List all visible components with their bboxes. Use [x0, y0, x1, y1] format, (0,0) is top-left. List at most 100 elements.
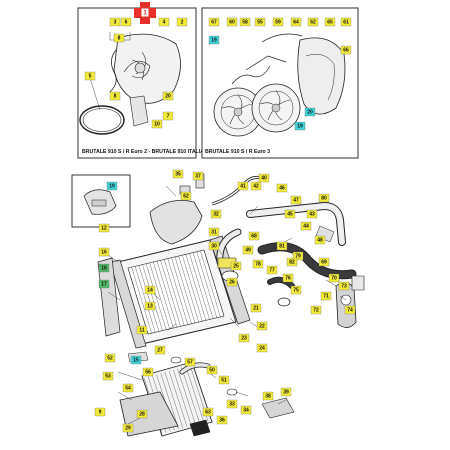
callout-tag-box	[162, 111, 174, 121]
callout-tag: 12	[98, 223, 110, 233]
callout-tag-label: 44	[303, 223, 309, 229]
callout-tag-label: 74	[347, 307, 353, 313]
callout-tag-label: 37	[195, 173, 201, 179]
callout-tag-label: 53	[105, 373, 111, 379]
callout-tag-box	[254, 17, 266, 27]
callout-tag-label: 62	[310, 19, 316, 25]
callout-tag: 24	[256, 343, 268, 353]
callout-tag-label: 19	[109, 183, 115, 189]
callout-tag: 51	[218, 375, 230, 385]
callout-tag: 67	[208, 17, 220, 27]
callout-tag: 68	[248, 231, 260, 241]
callout-tag-box	[256, 321, 268, 331]
callout-tag-label: 61	[343, 19, 349, 25]
callout-tag-box	[344, 305, 356, 315]
callout-tag-box	[94, 407, 106, 417]
callout-tag: 45	[284, 209, 296, 219]
callout-tag: 11	[136, 325, 148, 335]
callout-tag-box	[282, 273, 294, 283]
callout-tag: 62	[307, 17, 319, 27]
callout-tag-label: 9	[99, 409, 102, 415]
callout-tag-box	[208, 227, 220, 237]
callout-tag-box	[106, 181, 118, 191]
callout-tag: 46	[276, 183, 288, 193]
callout-tag: 80	[318, 193, 330, 203]
callout-tag: 41	[237, 181, 249, 191]
callout-tag: 27	[154, 345, 166, 355]
callout-tag: 49	[242, 245, 254, 255]
callout-tag-box	[266, 265, 278, 275]
callout-tag: 34	[240, 405, 252, 415]
callout-tag-box	[218, 375, 230, 385]
callout-tag-box	[290, 17, 302, 27]
callout-tag-label: 49	[245, 247, 251, 253]
callout-tag-box	[284, 209, 296, 219]
callout-tag: 42	[250, 181, 262, 191]
callout-tag-label: 72	[313, 307, 319, 313]
callout-tag-box	[242, 245, 254, 255]
callout-tag-label: 57	[187, 359, 193, 365]
callout-tag: 13	[144, 301, 156, 311]
callout-tag: 19	[208, 35, 220, 45]
callout-tag-label: 41	[240, 183, 246, 189]
callout-tag-label: 8	[114, 93, 117, 99]
callout-tag-label: 4	[163, 19, 166, 25]
callout-tag-label: 77	[269, 267, 275, 273]
callout-tag: 60	[226, 17, 238, 27]
callout-tag-label: 52	[107, 355, 113, 361]
callout-tag-label: 15	[133, 357, 139, 363]
callout-tag-label: 50	[209, 367, 215, 373]
callout-tag: 43	[306, 209, 318, 219]
callout-tag-box	[280, 387, 292, 397]
callout-tag-label: 21	[253, 305, 259, 311]
callout-tag: 52	[104, 353, 116, 363]
callout-tag-box	[314, 235, 326, 245]
callout-tag-box	[300, 221, 312, 231]
callout-tag-label: 71	[323, 293, 329, 299]
callout-tag: 29	[122, 423, 134, 433]
callout-tag-label: 14	[147, 287, 153, 293]
callout-tag-label: 47	[293, 197, 299, 203]
callout-tag: 44	[300, 221, 312, 231]
callout-tag-box	[104, 353, 116, 363]
callout-tag-label: 17	[101, 281, 107, 287]
callout-tag-box	[180, 191, 192, 201]
callout-tag-label: 56	[145, 369, 151, 375]
callout-tag-label: 48	[317, 237, 323, 243]
callout-tag-label: 78	[255, 261, 261, 267]
callout-tag-box	[250, 181, 262, 191]
callout-tag-box	[290, 195, 302, 205]
callout-tag-label: 2	[181, 19, 184, 25]
callout-tag: 63	[202, 407, 214, 417]
callout-tag: 47	[290, 195, 302, 205]
callout-tag: 62	[180, 191, 192, 201]
callout-tag-box	[307, 17, 319, 27]
callout-tag: 2	[176, 17, 188, 27]
callout-tag-label: 69	[321, 259, 327, 265]
callout-tag-box	[98, 247, 110, 257]
callout-tag-label: 27	[157, 347, 163, 353]
callout-tag-box	[109, 17, 121, 27]
callout-tag: 14	[144, 285, 156, 295]
callout-tag-label: 65	[327, 19, 333, 25]
callout-tag-box	[262, 391, 274, 401]
lower-radiator-drawing	[119, 361, 213, 437]
callout-tag-box	[310, 305, 322, 315]
callout-tag-box	[250, 303, 262, 313]
callout-tag: 8	[113, 33, 125, 43]
callout-tag: 26	[226, 277, 238, 287]
callout-tag-label: 32	[213, 211, 219, 217]
callout-tag-box	[258, 173, 270, 183]
callout-tag-label: 64	[293, 19, 299, 25]
hose-ring-drawing	[79, 105, 125, 135]
callout-tag: 64	[290, 17, 302, 27]
callout-tag-box	[226, 399, 238, 409]
callout-tag-label: 43	[309, 211, 315, 217]
callout-tag-label: 70	[331, 275, 337, 281]
inset-right: BRUTALE 910 S / R Euro 3	[201, 7, 359, 159]
callout-tag-label: 8	[118, 35, 121, 41]
callout-tag: 39	[280, 387, 292, 397]
callout-tag-box	[226, 17, 238, 27]
callout-tag: 72	[310, 305, 322, 315]
callout-tag-label: 67	[211, 19, 217, 25]
